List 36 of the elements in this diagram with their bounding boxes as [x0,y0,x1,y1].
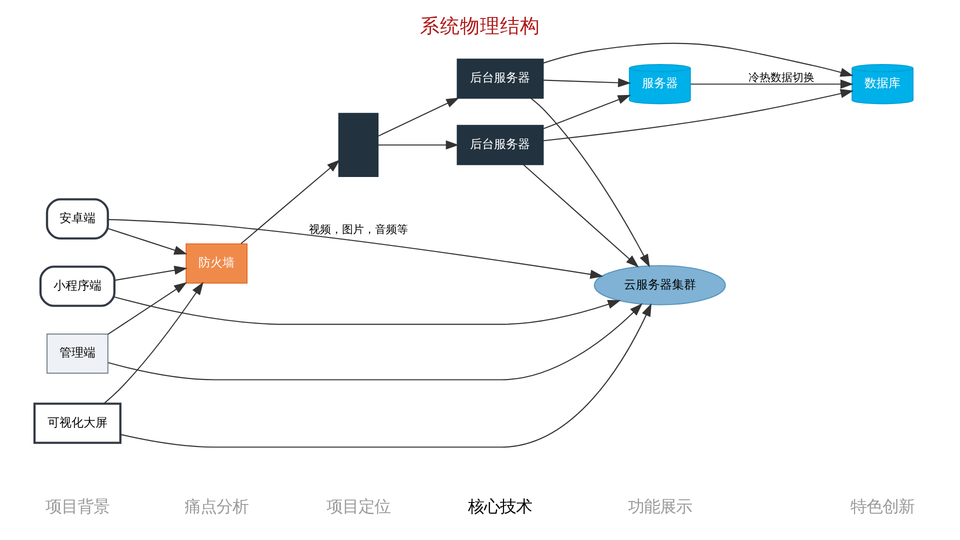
label: 功能展示 [628,496,692,516]
node-box: 可视化大屏 [33,402,122,444]
node-box: 防火墙 [186,243,248,284]
arrow [530,98,650,268]
arrow [240,160,340,244]
arrow [104,282,204,404]
node-box: 后台服务器 [456,124,544,166]
arrow [114,266,188,281]
edge-label: 视频，图片，音频等 [308,223,408,236]
arrow [108,282,188,335]
arrow [108,219,604,279]
node-ellipse: 云服务器集群 [594,265,726,306]
arrow [544,78,632,88]
node-box [338,112,379,178]
arrow [523,164,639,268]
arrow [543,94,631,130]
arrow [690,80,854,89]
arrow [378,98,460,137]
label: 痛点分析 [184,496,249,516]
edge-label: 冷热数据切换 [748,70,814,84]
node-box: 安卓端 [46,198,109,240]
arrow [543,42,854,77]
arrow [543,89,854,142]
diagram-title: 系统物理结构 [420,14,540,38]
node-box: 管理端 [46,334,108,374]
arrow [120,303,652,448]
arrow [108,303,643,380]
label: 项目背景 [45,496,110,516]
node-box: 后台服务器 [456,58,544,99]
arrow [378,140,459,150]
label: 项目定位 [326,496,390,516]
arrow [114,296,621,325]
node-box: 小程序端 [39,266,116,307]
label: 核心技术 [468,496,532,516]
arrow [108,228,188,255]
label: 特色创新 [850,496,915,516]
